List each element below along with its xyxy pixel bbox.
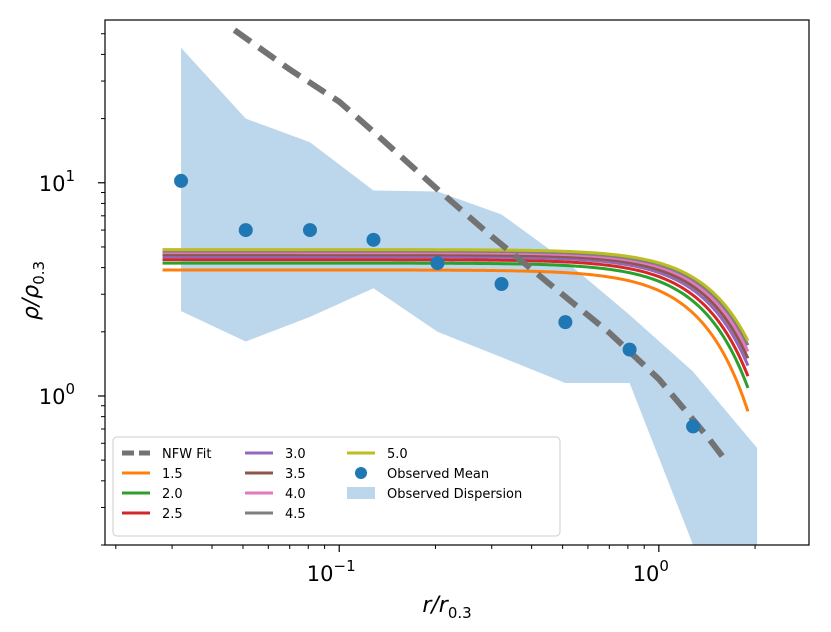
legend-box <box>112 436 561 537</box>
observed-mean-point <box>366 232 381 247</box>
legend-label: NFW Fit <box>162 447 211 462</box>
tick-label-y: 101 <box>39 167 75 196</box>
legend-label: 5.0 <box>387 447 408 462</box>
model-curve-1.5 <box>162 268 750 412</box>
legend-handle <box>355 467 367 479</box>
legend-label: 2.5 <box>162 507 183 522</box>
legend-label: 4.5 <box>285 507 306 522</box>
dispersion-layer <box>181 47 758 545</box>
legend-label: 3.0 <box>285 447 306 462</box>
model-curve-4.0 <box>162 251 750 353</box>
observed-mean-point <box>622 342 637 357</box>
legend-label: 4.0 <box>285 487 306 502</box>
legend: NFW Fit 1.5 2.0 2.5 3.0 3.5 4.0 4.5 5.0Observed … <box>112 436 561 537</box>
nfw-fit-line <box>232 27 731 466</box>
legend-label: Observed Mean <box>387 467 489 482</box>
legend-label: 2.0 <box>162 487 183 502</box>
x-axis-label: r/r0.3 <box>422 593 471 622</box>
model-curve-4.5 <box>162 249 750 346</box>
observed-mean-point <box>430 256 445 271</box>
observed-mean-point <box>494 277 509 292</box>
curves-layer <box>162 27 750 466</box>
observed-mean-point <box>686 419 701 434</box>
model-curve-5.0 <box>162 248 750 342</box>
observed-mean-point <box>174 173 189 188</box>
legend-label: Observed Dispersion <box>387 487 522 502</box>
observed-dispersion-band <box>181 47 758 545</box>
tick-label-x: 10−1 <box>307 557 356 586</box>
legend-handle <box>347 487 375 499</box>
points-layer <box>174 173 701 434</box>
model-curve-2.0 <box>162 261 750 389</box>
model-curve-3.0 <box>162 255 750 367</box>
legend-label: 3.5 <box>285 467 306 482</box>
plot-frame <box>104 19 810 546</box>
observed-mean-point <box>302 223 317 238</box>
observed-mean-point <box>558 315 573 330</box>
tick-label-y: 100 <box>39 380 75 409</box>
legend-label: 1.5 <box>162 467 183 482</box>
observed-mean-point <box>238 223 253 238</box>
model-curve-3.5 <box>162 253 750 359</box>
axes-ticks: 10−1 100 100 101 <box>39 33 756 586</box>
y-axis-label: ρ/ρ0.3 <box>19 261 48 320</box>
tick-label-x: 100 <box>633 557 669 586</box>
model-curve-2.5 <box>162 258 750 377</box>
